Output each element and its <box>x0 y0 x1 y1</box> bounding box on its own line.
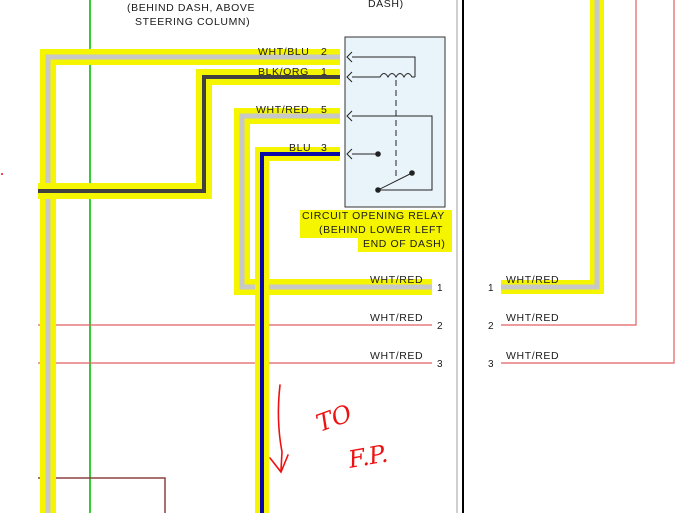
location-line-1: (BEHIND DASH, ABOVE <box>127 2 255 14</box>
connector-left-wire: WHT/RED <box>370 350 423 362</box>
connector-left-wire: WHT/RED <box>370 312 423 324</box>
red-wire-row-3-right <box>501 0 675 364</box>
relay-name-line-2: (BEHIND LOWER LEFT <box>319 224 443 236</box>
blk-org-wire <box>38 69 340 199</box>
wht-red-relay-wire <box>234 108 432 295</box>
relay-coil <box>352 56 416 79</box>
relay-pin-wire-label: WHT/BLU <box>258 46 309 58</box>
relay-pin-wire-label: WHT/RED <box>256 104 309 116</box>
red-wire-row-2-right <box>501 0 637 326</box>
connector-right-pin: 1 <box>488 283 494 294</box>
brown-wire <box>38 477 166 513</box>
relay-pin-chevrons <box>346 51 353 160</box>
relay-pin-wire-label: BLK/ORG <box>258 66 309 78</box>
connector-right-wire: WHT/RED <box>506 350 559 362</box>
dash-fragment: DASH) <box>368 0 404 10</box>
connector-left-wire: WHT/RED <box>370 274 423 286</box>
handwritten-note-line-1: TO <box>312 399 355 438</box>
relay-pin-number: 1 <box>321 66 327 78</box>
wht-blu-wire <box>40 49 340 513</box>
blu-wire <box>255 147 340 513</box>
connector-right-pin: 3 <box>488 359 494 370</box>
relay-pin-number: 5 <box>321 104 327 116</box>
relay-pin-wire-label: BLU <box>289 142 311 154</box>
connector-row: WHT/RED 1 1 WHT/RED <box>370 274 559 294</box>
handwritten-annotation <box>269 384 289 474</box>
relay-name-line-1: CIRCUIT OPENING RELAY <box>302 210 445 222</box>
relay-contacts <box>352 80 433 191</box>
connector-left-pin: 2 <box>437 321 443 332</box>
relay-name-highlight <box>300 210 452 252</box>
circuit-opening-relay <box>344 36 446 208</box>
relay-name-line-3: END OF DASH) <box>363 238 445 250</box>
connector-right-wire: WHT/RED <box>506 274 559 286</box>
relay-pin-number: 2 <box>321 46 327 58</box>
connector-right-wire: WHT/RED <box>506 312 559 324</box>
connector-left-pin: 1 <box>437 283 443 294</box>
handwritten-note-line-2: F.P. <box>345 439 390 474</box>
connector-row: WHT/RED 3 3 WHT/RED <box>370 350 559 370</box>
location-line-2: STEERING COLUMN) <box>135 16 250 28</box>
wht-red-right-wire <box>501 0 604 294</box>
connector-row: WHT/RED 2 2 WHT/RED <box>370 312 559 332</box>
stray-mark <box>1 173 3 175</box>
down-arrow-icon <box>277 384 283 471</box>
relay-pin-number: 3 <box>321 142 327 154</box>
connector-right-pin: 2 <box>488 321 494 332</box>
connector-left-pin: 3 <box>437 359 443 370</box>
